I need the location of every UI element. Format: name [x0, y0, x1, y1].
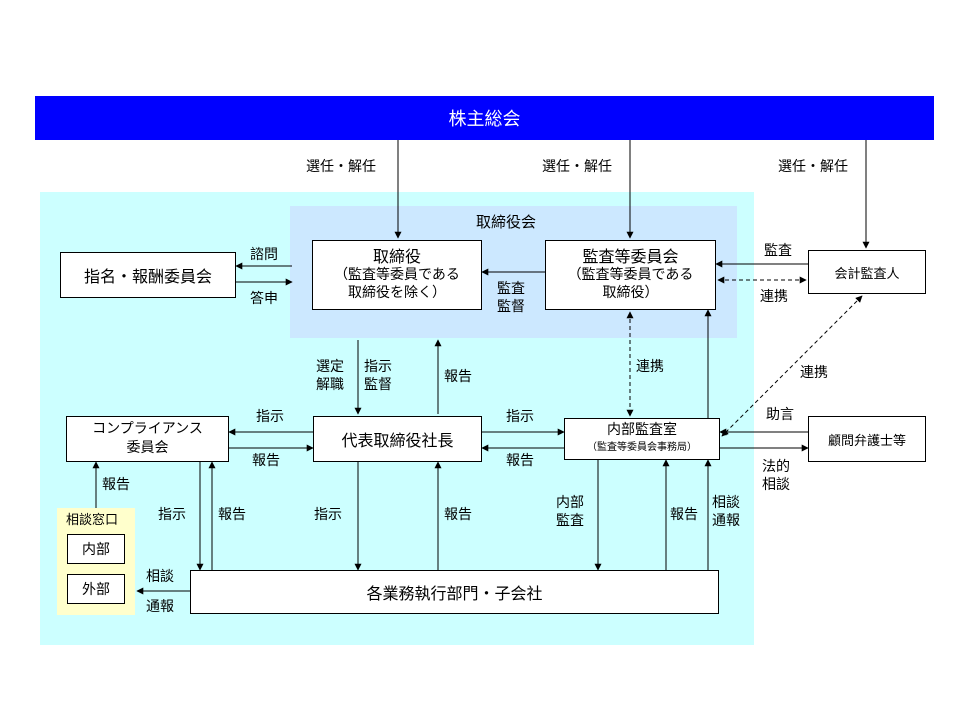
- legal-advisor-box: 顧問弁護士等: [808, 416, 926, 462]
- label-desk-report: 報告: [102, 477, 130, 493]
- label-instruct-divisions-2: 指示: [314, 507, 342, 523]
- label-dismiss: 解職: [316, 377, 344, 393]
- label-instruct-board: 指示: [364, 359, 392, 375]
- compliance-committee-box: コンプライアンス 委員会: [66, 416, 229, 462]
- directors-line-1: 取締役: [372, 247, 421, 266]
- label-consult-desk: 相談: [146, 569, 174, 585]
- label-inspection: 監査: [556, 513, 584, 529]
- audit-committee-line-1: 監査等委員会: [582, 247, 679, 266]
- label-advice: 助言: [766, 407, 794, 423]
- president-label: 代表取締役社長: [341, 431, 454, 450]
- divisions-label: 各業務執行部門・子会社: [366, 584, 543, 603]
- label-elect-dismiss-1: 選任・解任: [306, 159, 376, 175]
- label-report-divisions-3: 報告: [670, 507, 698, 523]
- label-instruct-internal-audit: 指示: [506, 409, 534, 425]
- label-report-internal-audit: 報告: [506, 453, 534, 469]
- directors-box: 取締役 （監査等委員である 取締役を除く）: [312, 240, 482, 310]
- audit-committee-line-2: （監査等委員である: [567, 267, 694, 283]
- internal-audit-box: 内部監査室 （監査等委員会事務局）: [564, 418, 720, 460]
- desk-external-label: 外部: [82, 582, 110, 598]
- desk-internal-label: 内部: [82, 542, 110, 558]
- label-audit-to-directors: 監査: [497, 281, 525, 297]
- legal-advisor-label: 顧問弁護士等: [827, 433, 906, 449]
- nomination-committee-label: 指名・報酬委員会: [83, 267, 212, 286]
- audit-committee-line-3: 取締役）: [602, 285, 659, 301]
- label-report-compliance: 報告: [252, 453, 280, 469]
- shareholders-meeting-bar: 株主総会: [35, 96, 934, 140]
- label-select: 選定: [316, 359, 344, 375]
- desk-external-box: 外部: [67, 574, 125, 604]
- directors-line-3: 取締役を除く）: [348, 285, 446, 301]
- label-cooperation-audit-internal: 連携: [636, 359, 664, 375]
- label-elect-dismiss-2: 選任・解任: [542, 159, 612, 175]
- audit-committee-box: 監査等委員会 （監査等委員である 取締役）: [545, 240, 716, 310]
- shareholders-meeting-label: 株主総会: [448, 109, 521, 130]
- board-title: 取締役会: [476, 213, 537, 231]
- consultation-desk-title: 相談窓口: [66, 513, 119, 528]
- label-cooperation-auditor-internal: 連携: [800, 365, 828, 381]
- label-legal: 法的: [762, 459, 790, 475]
- label-instruct-compliance: 指示: [256, 409, 284, 425]
- accounting-auditor-label: 会計監査人: [834, 266, 900, 282]
- compliance-line-1: コンプライアンス: [92, 421, 203, 437]
- label-auditor-cooperation: 連携: [760, 289, 788, 305]
- internal-audit-line-2: （監査等委員会事務局）: [587, 442, 697, 453]
- president-box: 代表取締役社長: [313, 416, 482, 462]
- label-auditor-audit: 監査: [764, 243, 792, 259]
- label-elect-dismiss-3: 選任・解任: [778, 159, 848, 175]
- label-supervise-to-directors: 監督: [497, 299, 525, 315]
- label-report-divisions-1: 報告: [218, 507, 246, 523]
- divisions-box: 各業務執行部門・子会社: [190, 570, 719, 614]
- label-report-answer: 答申: [250, 291, 278, 307]
- label-report-divisions-2: 報告: [444, 507, 472, 523]
- label-legal-consult: 相談: [762, 477, 790, 493]
- compliance-line-2: 委員会: [126, 440, 169, 456]
- label-report-president-up: 報告: [444, 369, 472, 385]
- directors-line-2: （監査等委員である: [334, 267, 460, 283]
- label-whistle-desk: 通報: [146, 599, 174, 615]
- label-instruct-divisions-1: 指示: [158, 507, 186, 523]
- internal-audit-line-1: 内部監査室: [607, 422, 677, 438]
- label-consult-divisions: 相談: [712, 495, 740, 511]
- label-internal: 内部: [556, 495, 584, 511]
- label-consult-query: 諮問: [250, 247, 278, 263]
- desk-internal-box: 内部: [67, 534, 125, 564]
- accounting-auditor-box: 会計監査人: [808, 250, 926, 294]
- label-supervise-board: 監督: [364, 377, 392, 393]
- label-whistle-divisions: 通報: [712, 513, 740, 529]
- nomination-committee-box: 指名・報酬委員会: [60, 252, 236, 298]
